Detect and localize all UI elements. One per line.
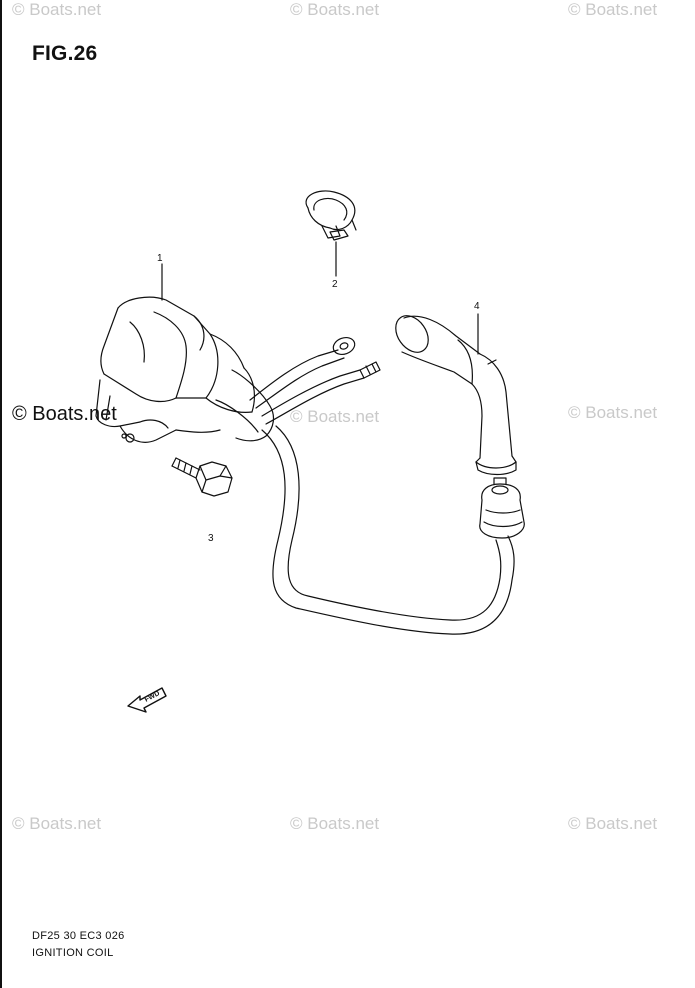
watermark: © Boats.net xyxy=(12,403,117,425)
callout-1: 1 xyxy=(157,253,163,264)
watermark: © Boats.net xyxy=(12,814,102,833)
watermark: © Boats.net xyxy=(568,0,658,19)
ground-wires xyxy=(249,336,381,425)
bolt-part xyxy=(171,457,233,497)
lead-connector-part xyxy=(479,477,525,539)
callout-4: 4 xyxy=(474,301,480,312)
figure-title: FIG.26 xyxy=(32,42,98,65)
figure-name: IGNITION COIL xyxy=(32,947,114,959)
high-tension-lead xyxy=(261,425,515,635)
watermark: © Boats.net xyxy=(290,0,380,19)
svg-text:FWD: FWD xyxy=(144,690,161,704)
watermark: © Boats.net xyxy=(290,814,380,833)
watermark: © Boats.net xyxy=(568,814,658,833)
ignition-coil-part xyxy=(95,296,275,443)
callout-2: 2 xyxy=(332,279,338,290)
watermark: © Boats.net xyxy=(12,0,102,19)
watermark: © Boats.net xyxy=(568,403,658,422)
page-border xyxy=(0,0,2,988)
hose-clamp-part xyxy=(305,190,357,241)
figure-code: DF25 30 EC3 026 xyxy=(32,930,125,942)
spark-plug-cap-part xyxy=(395,315,517,476)
watermark: © Boats.net xyxy=(290,407,380,426)
callout-3: 3 xyxy=(208,533,214,544)
fwd-arrow-icon: FWD xyxy=(127,687,167,713)
